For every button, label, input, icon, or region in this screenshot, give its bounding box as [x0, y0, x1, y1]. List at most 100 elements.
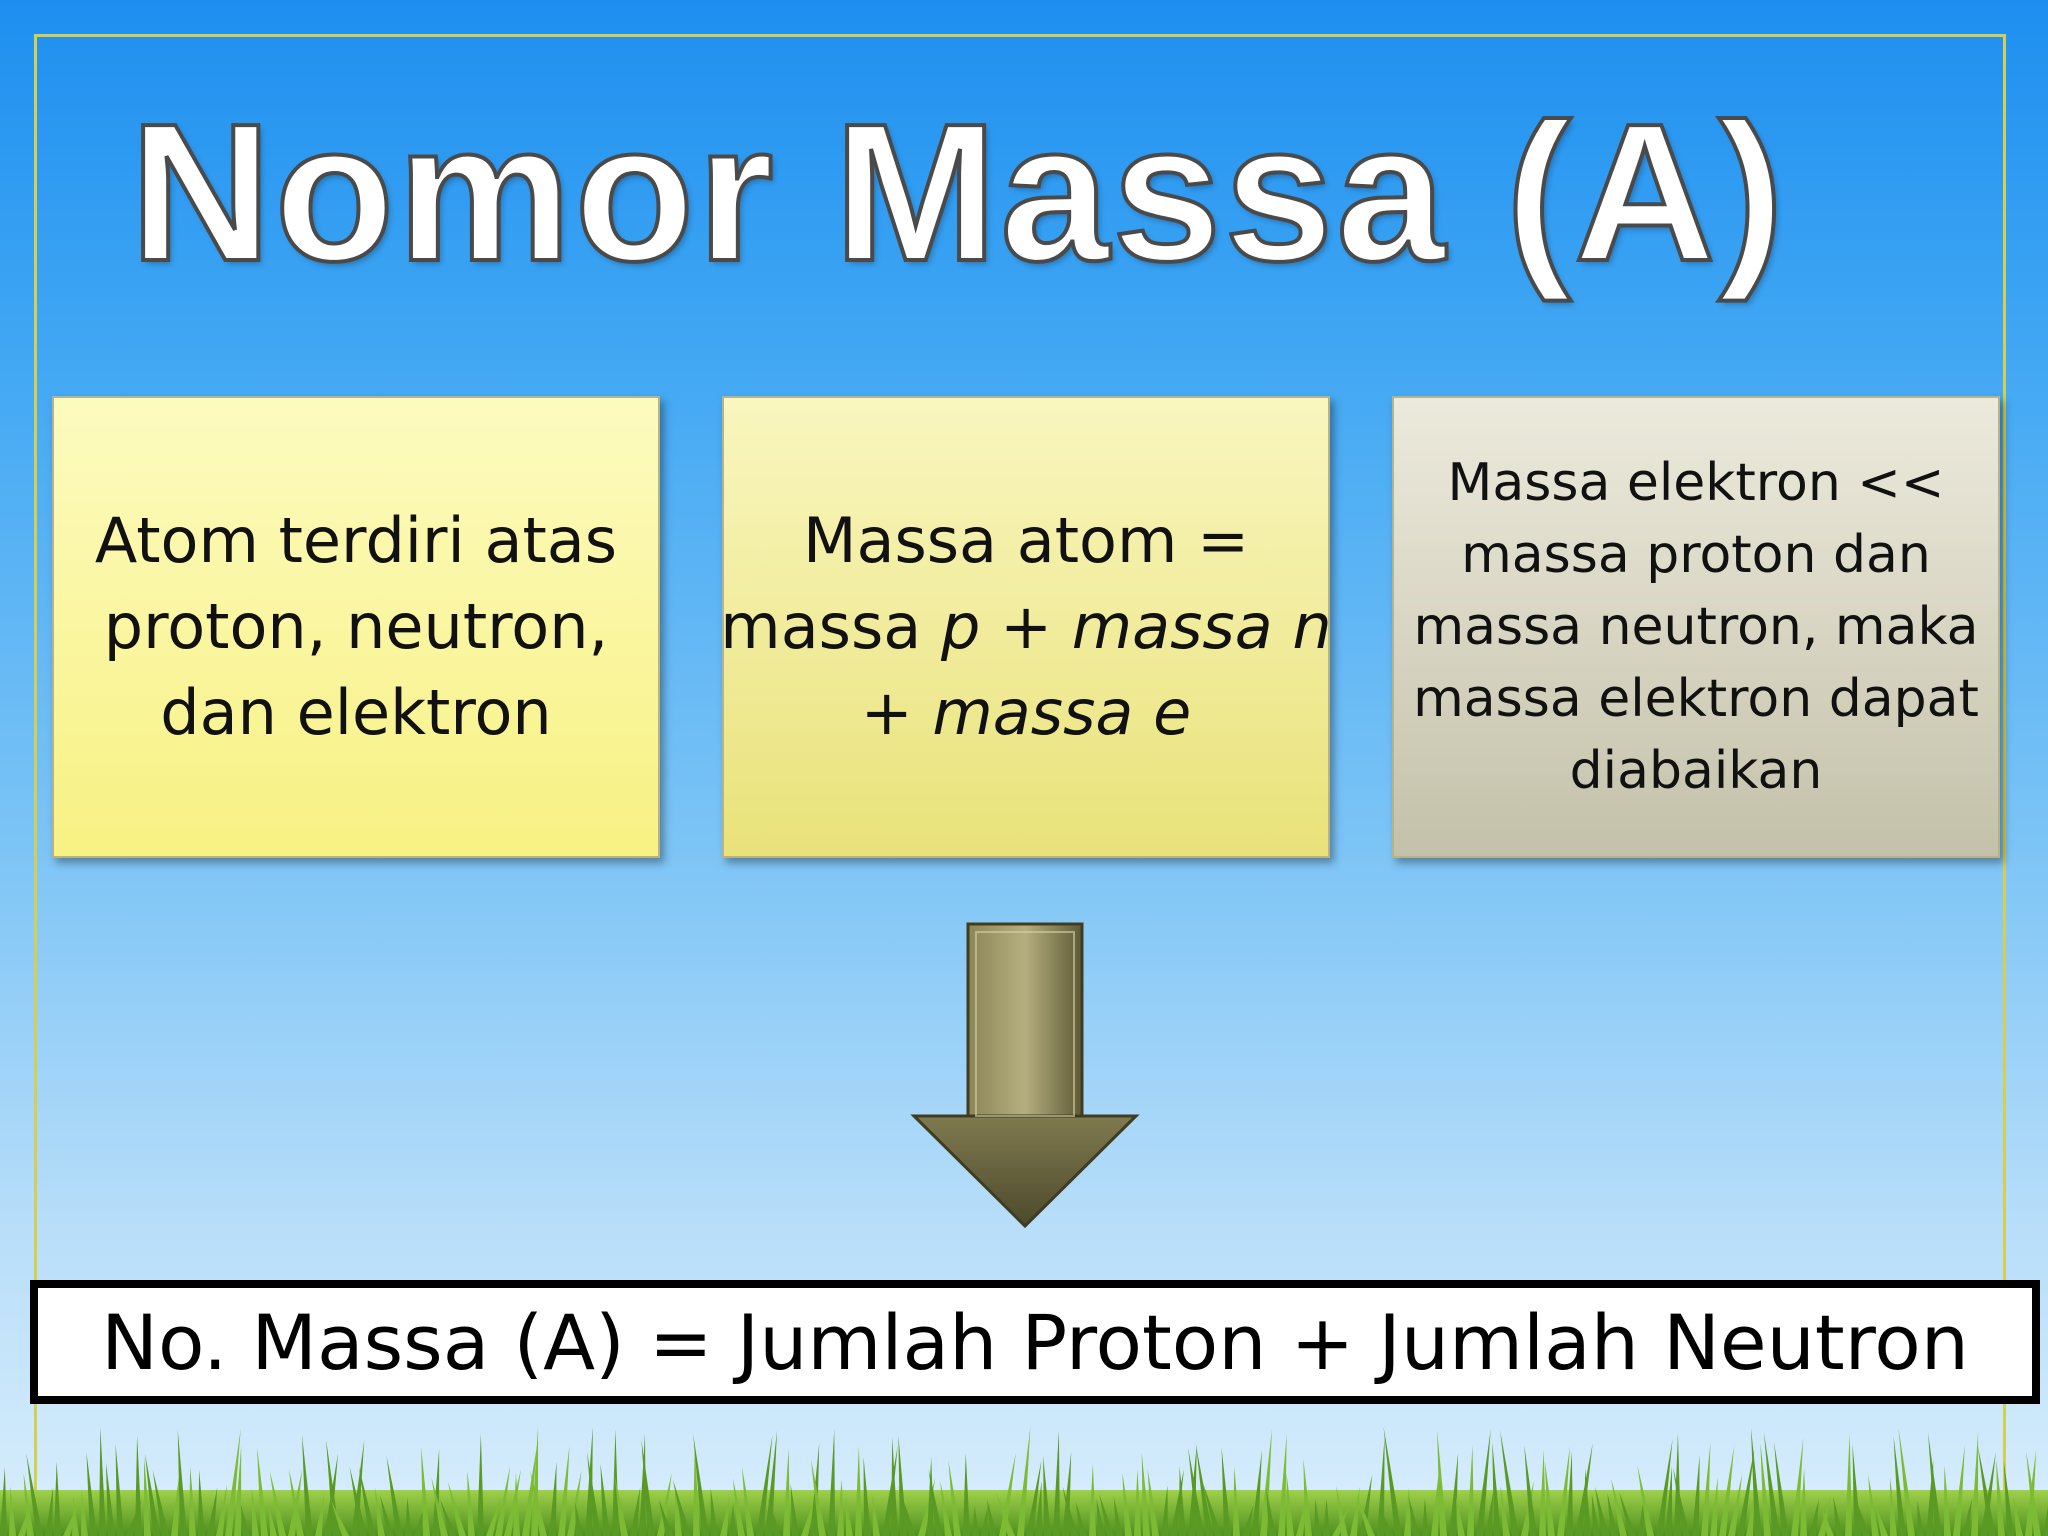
card-text: Massa atom = massa p + massa n + massa e — [720, 498, 1331, 756]
grass-blade — [1980, 1451, 1996, 1536]
card-text: Atom terdiri atas proton, neutron, dan e… — [95, 498, 617, 756]
grass-blade — [63, 1501, 80, 1536]
card-atom-composition: Atom terdiri atas proton, neutron, dan e… — [52, 396, 660, 858]
grass-blade — [1890, 1477, 1897, 1536]
grass-blade — [72, 1496, 79, 1536]
grass-blade — [1251, 1449, 1262, 1536]
grass-blade — [467, 1470, 475, 1536]
grass-blade — [324, 1453, 339, 1536]
grass-blade — [1476, 1428, 1491, 1536]
grass-blade — [1383, 1426, 1402, 1536]
grass-blade — [386, 1456, 403, 1536]
grass-blade — [614, 1474, 628, 1536]
grass-blade — [1953, 1444, 1965, 1536]
card-line: diabaikan — [1569, 741, 1823, 801]
grass-blade — [1350, 1486, 1360, 1536]
grass-blade — [1377, 1436, 1385, 1536]
grass-blade — [810, 1459, 826, 1536]
grass-blade — [587, 1451, 601, 1536]
grass-blade — [1500, 1430, 1519, 1536]
card-line: Atom terdiri atas — [94, 504, 618, 577]
card-atom-mass: Massa atom = massa p + massa n + massa e — [720, 396, 1332, 858]
grass-blade — [1356, 1495, 1375, 1536]
card-line-italic: p + massa n — [941, 590, 1332, 663]
grass-blade — [1852, 1444, 1861, 1536]
grass-blade — [225, 1428, 241, 1536]
grass-blade — [1314, 1498, 1321, 1536]
grass-blade — [1637, 1465, 1654, 1536]
grass-blade — [251, 1488, 259, 1536]
grass-blade — [1868, 1474, 1879, 1536]
grass-blade — [1800, 1468, 1807, 1536]
grass-blade — [269, 1470, 286, 1536]
grass-blade — [288, 1469, 303, 1536]
grass-blade — [1323, 1498, 1330, 1536]
grass-blade — [630, 1487, 641, 1536]
slide-title: Nomor Massa (A) — [128, 83, 1787, 302]
grass-blade — [421, 1446, 430, 1536]
grass-blade — [1303, 1458, 1312, 1536]
grass-blade — [1075, 1501, 1087, 1536]
grass-blade — [1566, 1451, 1573, 1536]
grass-blade — [1845, 1433, 1852, 1536]
grass-blade — [126, 1499, 142, 1536]
grass-blade — [729, 1503, 736, 1536]
grass-blade — [1485, 1491, 1494, 1536]
grass-blade — [379, 1495, 394, 1536]
grass-blade — [1791, 1438, 1804, 1536]
grass-blade — [1928, 1432, 1942, 1536]
grass-blade — [1233, 1466, 1240, 1536]
grass-blade — [1196, 1445, 1213, 1536]
grass-blade — [999, 1452, 1016, 1536]
grass-blade — [374, 1487, 385, 1536]
card-line: massa elektron dapat — [1413, 669, 1979, 729]
grass-blade — [1113, 1496, 1123, 1536]
grass-blade — [522, 1443, 538, 1536]
grass-blade — [1619, 1491, 1636, 1536]
grass-blade — [1656, 1438, 1673, 1536]
grass-blade — [349, 1466, 367, 1536]
grass-blade — [1221, 1448, 1231, 1536]
grass-blade — [1203, 1483, 1222, 1536]
grass-blade — [1893, 1436, 1906, 1536]
grass-blade — [963, 1453, 970, 1536]
card-text: Massa elektron << massa proton dan massa… — [1413, 447, 1979, 807]
grass-blade — [2012, 1494, 2023, 1536]
grass-blade — [872, 1494, 880, 1536]
grass-blade — [1026, 1460, 1042, 1536]
grass-blade — [1134, 1469, 1141, 1536]
grass-blade — [301, 1434, 313, 1536]
grass-blade — [1492, 1442, 1501, 1536]
grass-blade — [1170, 1469, 1184, 1536]
grass-blade — [1926, 1459, 1934, 1536]
grass-blade — [1746, 1498, 1754, 1536]
grass-blade — [530, 1470, 547, 1536]
grass-blade — [845, 1496, 853, 1536]
grass-blade — [171, 1473, 180, 1536]
grass-blade — [996, 1492, 1015, 1536]
grass-blade — [152, 1469, 169, 1536]
grass-blade — [1665, 1465, 1672, 1536]
grass-blade — [0, 1466, 7, 1536]
grass-blade — [1449, 1452, 1459, 1536]
card-electron-mass: Massa elektron << massa proton dan massa… — [1392, 396, 2000, 858]
grass-blade — [1260, 1428, 1272, 1536]
grass-blade — [1500, 1486, 1510, 1536]
grass-blade — [198, 1469, 205, 1536]
grass-blade — [783, 1448, 790, 1536]
grass-blade — [1062, 1486, 1078, 1536]
grass-blade — [144, 1457, 151, 1536]
grass-blade — [9, 1486, 16, 1536]
grass-blade — [1467, 1445, 1474, 1536]
grass-blade — [315, 1493, 325, 1536]
grass-blade — [720, 1495, 730, 1536]
grass-blade — [405, 1497, 412, 1536]
grass-blade — [1854, 1496, 1870, 1536]
grass-blade — [882, 1445, 898, 1536]
grass-blade — [1188, 1447, 1204, 1536]
grass-blade — [549, 1461, 557, 1536]
grass-blade — [1043, 1455, 1051, 1536]
grass-blade — [1524, 1445, 1537, 1536]
card-line: massa proton dan — [1461, 525, 1931, 585]
grass-blade — [504, 1469, 522, 1536]
